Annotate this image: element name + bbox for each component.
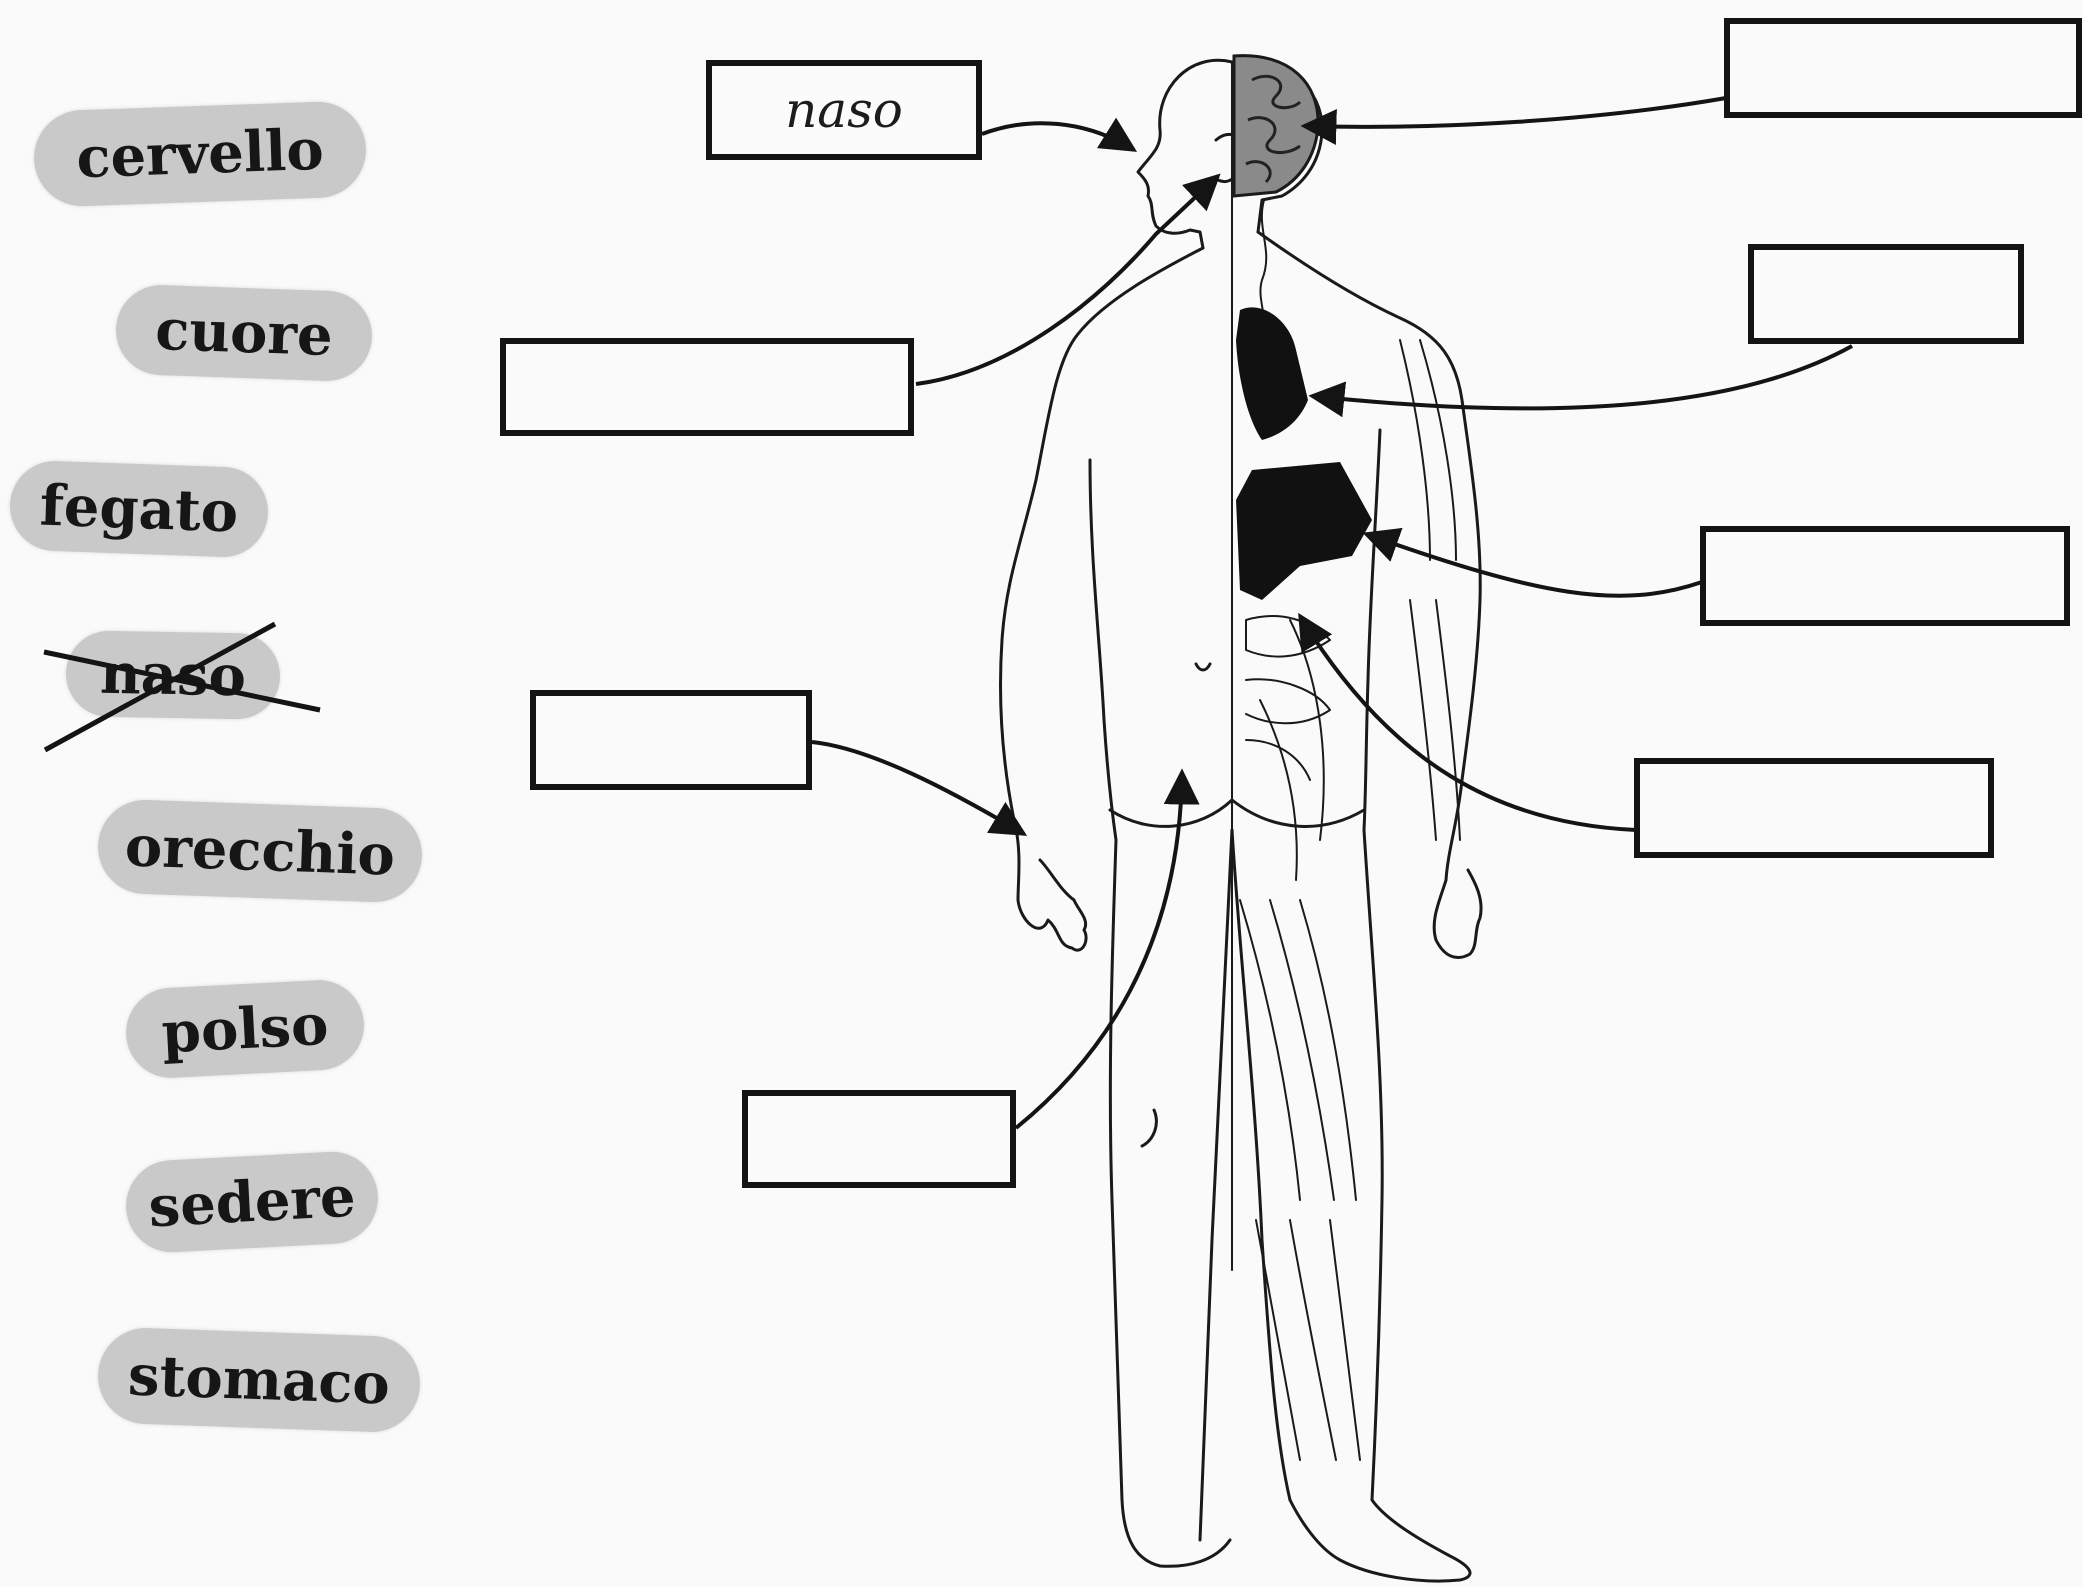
arrow-heart <box>1312 346 1852 408</box>
arrow-brain <box>1304 98 1726 127</box>
liver-shape <box>1236 462 1372 600</box>
arrow-liver <box>1366 534 1702 596</box>
arrow-nose <box>982 123 1134 150</box>
head-outline <box>1138 60 1232 248</box>
answer-box-ear[interactable] <box>500 338 914 436</box>
answer-box-stomach[interactable] <box>1634 758 1994 858</box>
answer-box-nose[interactable]: naso <box>706 60 982 160</box>
answer-box-wrist[interactable] <box>530 690 812 790</box>
heart-shape <box>1236 307 1308 440</box>
answer-box-heart[interactable] <box>1748 244 2024 344</box>
arrow-wrist <box>812 742 1024 834</box>
answer-box-value: naso <box>785 81 903 139</box>
answer-box-liver[interactable] <box>1700 526 2070 626</box>
answer-box-buttocks[interactable] <box>742 1090 1016 1188</box>
answer-box-brain[interactable] <box>1724 18 2082 118</box>
